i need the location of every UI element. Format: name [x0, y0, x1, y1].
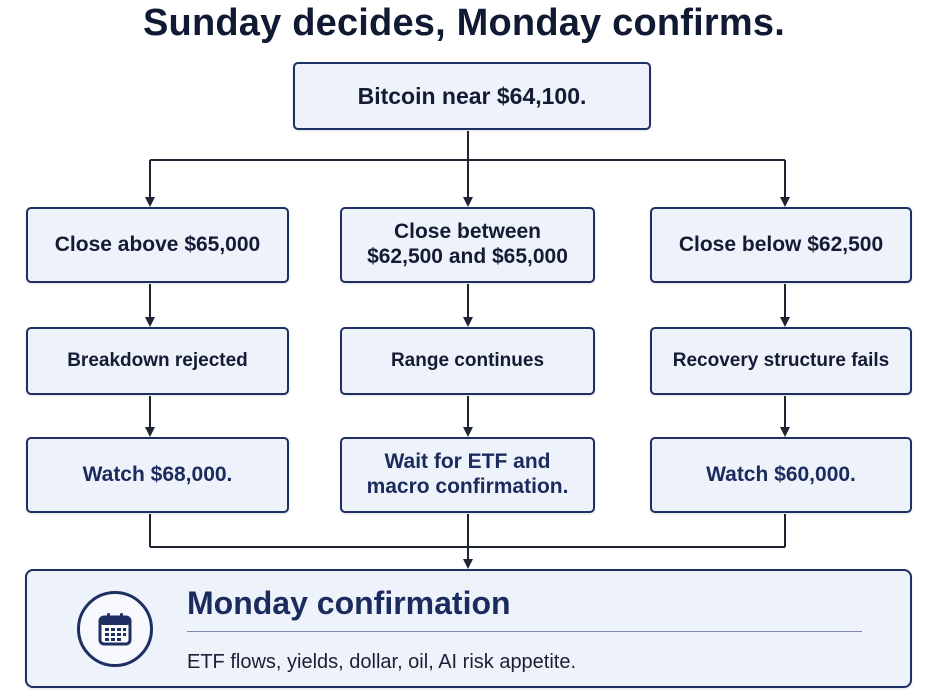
condition-text-line-2: $62,500 and $65,000 — [367, 245, 568, 268]
action-text-line-2: macro confirmation. — [366, 475, 569, 498]
action-text: Watch $60,000. — [706, 462, 856, 486]
footer-description: ETF flows, yields, dollar, oil, AI risk … — [187, 651, 577, 673]
condition-node-3: Close below $62,500 — [650, 207, 912, 283]
result-node-3: Recovery structure fails — [650, 327, 912, 395]
condition-text-line-1: Close between — [393, 220, 542, 244]
result-node-2: Range continues — [340, 327, 595, 395]
action-node-2: Wait for ETF and macro confirmation. — [340, 437, 595, 513]
root-label: Bitcoin near $64,100. — [357, 82, 587, 109]
footer-divider — [187, 631, 862, 632]
root-node: Bitcoin near $64,100. — [293, 62, 651, 130]
result-text: Breakdown rejected — [67, 349, 248, 371]
action-node-3: Watch $60,000. — [650, 437, 912, 513]
result-text: Recovery structure fails — [672, 349, 890, 371]
condition-text: Close above $65,000 — [54, 232, 261, 256]
action-text-line-1: Wait for ETF and — [384, 450, 551, 474]
condition-node-1: Close above $65,000 — [26, 207, 289, 283]
condition-text: Close below $62,500 — [678, 232, 884, 256]
action-text: Watch $68,000. — [82, 462, 233, 486]
action-node-1: Watch $68,000. — [26, 437, 289, 513]
condition-node-2: Close between $62,500 and $65,000 — [340, 207, 595, 283]
monday-confirmation-panel: Monday confirmation ETF flows, yields, d… — [25, 569, 912, 688]
page-title: Sunday decides, Monday confirms. — [143, 2, 785, 44]
footer-title: Monday confirmation — [187, 585, 511, 621]
result-text: Range continues — [390, 349, 545, 371]
calendar-icon — [77, 591, 153, 667]
result-node-1: Breakdown rejected — [26, 327, 289, 395]
